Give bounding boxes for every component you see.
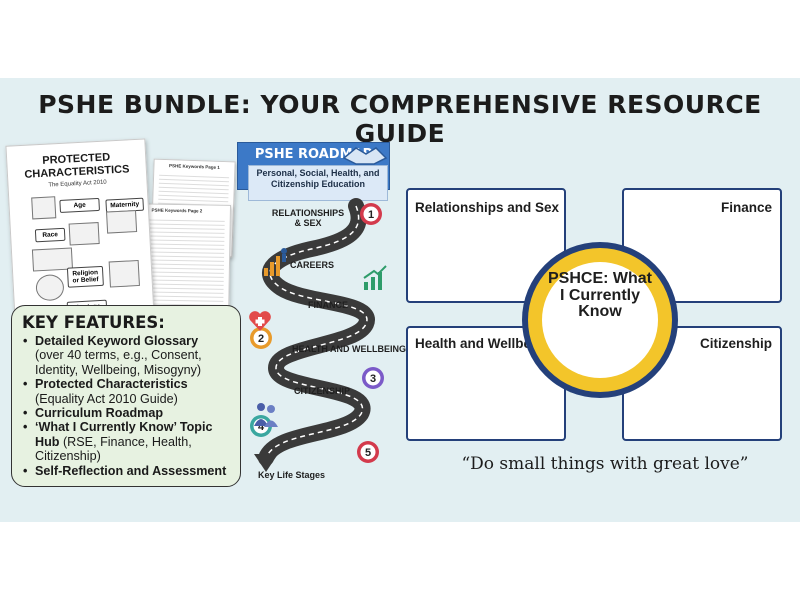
list-item: Self-Reflection and Assessment	[22, 463, 230, 479]
globe-icon	[35, 273, 65, 302]
step-number: 5	[365, 447, 371, 459]
list-item: Protected Characteristics (Equality Act …	[22, 377, 230, 406]
step-label-5: CITIZENSHIP	[294, 386, 351, 396]
step-number: 3	[370, 373, 376, 385]
hub-label-finance: Finance	[720, 200, 772, 215]
key-features-box: KEY FEATURES: Detailed Keyword Glossary …	[11, 305, 241, 487]
roadmap-road: 1 2 3 4 5	[250, 198, 384, 472]
quote: “Do small things with great love”	[461, 454, 749, 474]
step-label-4: HEALTH AND WELLBEING	[292, 344, 406, 354]
feature-detail: (RSE, Finance, Health, Citizenship)	[35, 434, 192, 464]
step-marker-3: 3	[362, 367, 384, 389]
hub-center-title: PSHCE: What I Currently Know	[548, 270, 652, 320]
list-item: ‘What I Currently Know’ Topic Hub (RSE, …	[22, 420, 230, 463]
road-centerline	[265, 205, 368, 459]
feature-bold: ‘What I Currently Know’ Topic Hub	[35, 420, 213, 449]
hub-label-relationships: Relationships and Sex	[415, 200, 560, 215]
hub-label-citizenship: Citizenship	[699, 336, 772, 351]
step-number: 1	[368, 209, 374, 221]
feature-bold: Detailed Keyword Glossary	[35, 334, 199, 348]
growth-chart-icon	[363, 265, 387, 290]
tag-religion: Religion or Belief	[66, 265, 104, 288]
step-label-1: RELATIONSHIPS & SEX	[271, 208, 345, 228]
road-arrow-icon	[254, 454, 278, 472]
people-icon	[31, 196, 57, 220]
list-item: Curriculum Roadmap	[22, 406, 230, 421]
pregnancy-icon	[106, 210, 138, 234]
roadmap-title: PSHE ROADMAP	[254, 147, 373, 162]
feature-bold: Curriculum Roadmap	[35, 406, 164, 421]
feature-detail: (Equality Act 2010 Guide)	[35, 391, 178, 406]
heart-icon	[249, 311, 271, 331]
feature-detail: (over 40 terms, e.g., Consent, Identity,…	[35, 348, 202, 377]
hub-center-circle	[522, 242, 678, 398]
step-marker-1: 1	[360, 203, 382, 225]
list-item: Detailed Keyword Glossary (over 40 terms…	[22, 334, 230, 377]
step-marker-2: 2	[250, 327, 272, 349]
step-marker-5: 5	[357, 441, 379, 463]
people-group-icon	[254, 403, 278, 427]
step-label-3: FINANCE	[308, 300, 348, 310]
keywords-page-1-title: PSHE Keywords Page 1	[168, 163, 220, 170]
step-number: 4	[258, 421, 265, 433]
wheelchair-icon	[68, 222, 100, 246]
features-list: Detailed Keyword Glossary (over 40 terms…	[22, 334, 230, 478]
climbing-person-icon	[264, 248, 287, 276]
banner: PSHE BUNDLE: YOUR COMPREHENSIVE RESOURCE…	[0, 78, 800, 522]
step-number: 2	[258, 333, 264, 345]
feature-bold: Self-Reflection and Assessment	[35, 463, 227, 478]
page-title: PSHE BUNDLE: YOUR COMPREHENSIVE RESOURCE…	[38, 90, 762, 148]
roadmap-footer: Key Life Stages	[258, 470, 326, 480]
roadmap-subtitle: Personal, Social, Health, and Citizenshi…	[248, 165, 388, 201]
step-label-2: CAREERS	[290, 260, 335, 270]
gender-icon	[108, 259, 140, 288]
feature-bold: Protected Characteristics	[35, 377, 188, 392]
features-heading: KEY FEATURES:	[22, 313, 165, 332]
handshake-icon	[342, 147, 388, 165]
hub-label-health: Health and Wellbeing	[415, 336, 552, 351]
protected-characteristics-sheet: PROTECTED CHARACTERISTICS The Equality A…	[5, 138, 155, 324]
tag-race: Race	[34, 227, 66, 243]
road-path	[258, 198, 375, 466]
tag-age: Age	[59, 197, 100, 214]
